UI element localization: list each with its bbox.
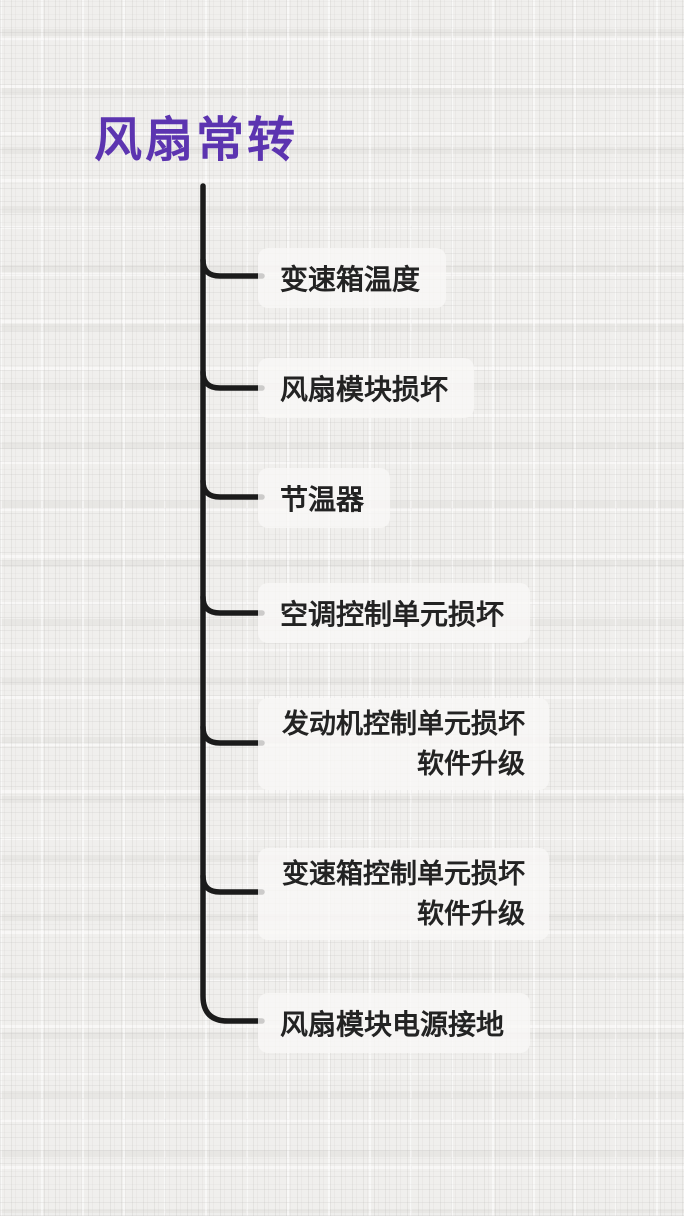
node-label: 空调控制单元损坏 xyxy=(280,599,505,630)
node-label: 风扇模块损坏 xyxy=(280,374,449,405)
connector-branch xyxy=(200,873,265,895)
node-label: 变速箱控制单元损坏 xyxy=(282,859,525,889)
tree-node-fan-module-damage: 风扇模块损坏 xyxy=(258,358,475,418)
tree-node-engine-control-unit: 发动机控制单元损坏 软件升级 xyxy=(258,698,549,790)
node-label: 发动机控制单元损坏 xyxy=(282,709,525,739)
node-label: 节温器 xyxy=(280,484,365,515)
tree-node-fan-module-power-ground: 风扇模块电源接地 xyxy=(258,993,531,1053)
node-label: 风扇模块电源接地 xyxy=(280,1009,505,1040)
tree-node-gearbox-temp: 变速箱温度 xyxy=(258,248,447,308)
tree-node-thermostat: 节温器 xyxy=(258,468,391,528)
node-label-line2: 软件升级 xyxy=(417,749,525,779)
connector-branch xyxy=(200,724,265,746)
connector-branch xyxy=(200,369,265,391)
connector-trunk xyxy=(200,183,265,1024)
page-title: 风扇常转 xyxy=(94,114,299,167)
connector-branch xyxy=(200,257,265,279)
connector-branch xyxy=(200,478,265,500)
tree-node-ac-control-unit: 空调控制单元损坏 xyxy=(258,583,531,643)
node-label: 变速箱温度 xyxy=(280,264,421,295)
node-label-line2: 软件升级 xyxy=(417,899,525,929)
connector-branch xyxy=(200,594,265,616)
tree-node-gearbox-control-unit: 变速箱控制单元损坏 软件升级 xyxy=(258,848,549,940)
